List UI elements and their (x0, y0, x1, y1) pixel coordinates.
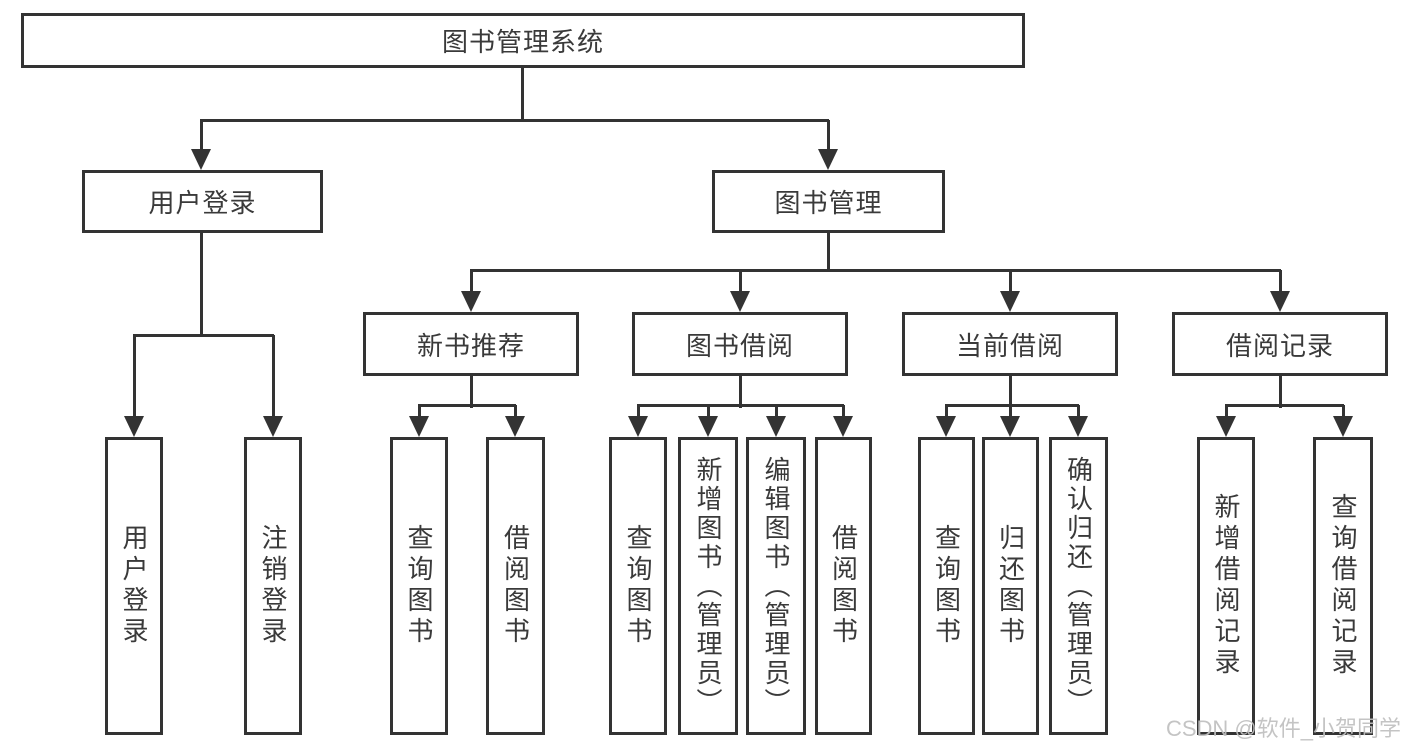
arrow-line-14 (945, 405, 948, 418)
arrow-line-4 (470, 270, 473, 293)
node-leaf-query-book-1: 查询图书 (390, 437, 448, 735)
arrow-head-icon-16 (1068, 416, 1088, 437)
node-current-borrow: 当前借阅 (902, 312, 1118, 376)
node-leaf-user-login: 用户登录 (105, 437, 163, 735)
node-label-leaf-query-book-2: 查询图书 (623, 524, 653, 648)
connector-vline-6 (1279, 376, 1282, 408)
arrow-head-icon-18 (1333, 416, 1353, 437)
arrow-line-7 (1279, 270, 1282, 293)
connector-vline-3 (470, 376, 473, 408)
node-leaf-logout: 注销登录 (244, 437, 302, 735)
node-user-login: 用户登录 (82, 170, 323, 233)
arrow-head-icon-7 (1270, 291, 1290, 312)
node-label-new-book-recommend: 新书推荐 (416, 330, 525, 361)
node-label-root: 图书管理系统 (441, 27, 604, 57)
node-leaf-return-book: 归还图书 (982, 437, 1039, 735)
node-label-leaf-edit-book: 编辑图书（管理员） (761, 455, 791, 717)
node-label-book-management: 图书管理 (774, 188, 883, 218)
arrow-line-11 (707, 405, 710, 418)
node-label-leaf-add-book: 新增图书（管理员） (693, 455, 723, 717)
arrow-line-18 (1342, 405, 1345, 418)
node-borrow-records: 借阅记录 (1172, 312, 1388, 376)
arrow-head-icon-13 (833, 416, 853, 437)
node-label-leaf-confirm-return: 确认归还（管理员） (1063, 455, 1094, 717)
node-label-leaf-logout: 注销登录 (258, 524, 288, 648)
arrow-head-icon-8 (409, 416, 429, 437)
node-leaf-query-book-3: 查询图书 (918, 437, 975, 735)
connector-hline-6 (1225, 404, 1344, 407)
arrow-head-icon-11 (698, 416, 718, 437)
arrow-head-icon-2 (124, 416, 144, 437)
node-leaf-borrow-book-1: 借阅图书 (486, 437, 545, 735)
arrow-line-5 (739, 270, 742, 293)
node-leaf-add-book: 新增图书（管理员） (678, 437, 738, 735)
arrow-line-0 (200, 120, 203, 151)
arrow-head-icon-17 (1216, 416, 1236, 437)
node-label-leaf-user-login: 用户登录 (119, 524, 149, 648)
arrow-line-15 (1009, 405, 1012, 418)
node-leaf-add-borrow-record: 新增借阅记录 (1197, 437, 1255, 735)
node-root: 图书管理系统 (21, 13, 1025, 68)
arrow-head-icon-6 (1000, 291, 1020, 312)
node-label-leaf-query-borrow-record: 查询借阅记录 (1328, 493, 1358, 679)
arrow-head-icon-0 (191, 149, 211, 170)
arrow-line-12 (775, 405, 778, 418)
arrow-line-8 (418, 405, 421, 418)
connector-hline-4 (637, 404, 844, 407)
node-new-book-recommend: 新书推荐 (363, 312, 579, 376)
node-book-borrow: 图书借阅 (632, 312, 848, 376)
arrow-head-icon-4 (461, 291, 481, 312)
node-label-leaf-borrow-book-1: 借阅图书 (500, 524, 531, 648)
arrow-head-icon-14 (936, 416, 956, 437)
arrow-line-10 (637, 405, 640, 418)
connector-hline-5 (945, 404, 1079, 407)
connector-vline-5 (1009, 376, 1012, 408)
node-label-book-borrow: 图书借阅 (685, 330, 794, 361)
connector-vline-0 (521, 68, 524, 122)
arrow-head-icon-5 (730, 291, 750, 312)
node-label-leaf-query-book-1: 查询图书 (404, 524, 434, 648)
arrow-head-icon-10 (628, 416, 648, 437)
connector-hline-2 (470, 269, 1281, 272)
node-leaf-query-borrow-record: 查询借阅记录 (1313, 437, 1373, 735)
arrow-line-6 (1009, 270, 1012, 293)
arrow-line-2 (133, 335, 136, 418)
node-leaf-confirm-return: 确认归还（管理员） (1049, 437, 1108, 735)
arrow-head-icon-9 (505, 416, 525, 437)
arrow-line-1 (827, 120, 830, 151)
node-book-management: 图书管理 (712, 170, 945, 233)
node-label-current-borrow: 当前借阅 (955, 330, 1064, 361)
node-label-leaf-add-borrow-record: 新增借阅记录 (1211, 493, 1241, 679)
node-leaf-borrow-book-2: 借阅图书 (815, 437, 872, 735)
connector-hline-3 (418, 404, 516, 407)
node-label-leaf-query-book-3: 查询图书 (931, 524, 962, 648)
node-leaf-query-book-2: 查询图书 (609, 437, 667, 735)
node-label-leaf-borrow-book-2: 借阅图书 (828, 524, 859, 648)
arrow-line-3 (272, 335, 275, 418)
connector-hline-0 (200, 119, 829, 122)
node-label-user-login: 用户登录 (148, 188, 257, 218)
node-leaf-edit-book: 编辑图书（管理员） (746, 437, 806, 735)
watermark: CSDN @软件_小贺同学 (1165, 716, 1401, 741)
connector-vline-4 (739, 376, 742, 408)
arrow-line-13 (842, 405, 845, 418)
connector-vline-1 (200, 233, 203, 337)
arrow-line-16 (1077, 405, 1080, 418)
arrow-line-9 (514, 405, 517, 418)
node-label-borrow-records: 借阅记录 (1225, 330, 1334, 361)
arrow-head-icon-1 (818, 149, 838, 170)
arrow-head-icon-3 (263, 416, 283, 437)
node-label-leaf-return-book: 归还图书 (995, 524, 1026, 648)
connector-vline-2 (827, 233, 830, 272)
arrow-line-17 (1225, 405, 1228, 418)
arrow-head-icon-15 (1000, 416, 1020, 437)
connector-hline-1 (133, 334, 274, 337)
arrow-head-icon-12 (766, 416, 786, 437)
